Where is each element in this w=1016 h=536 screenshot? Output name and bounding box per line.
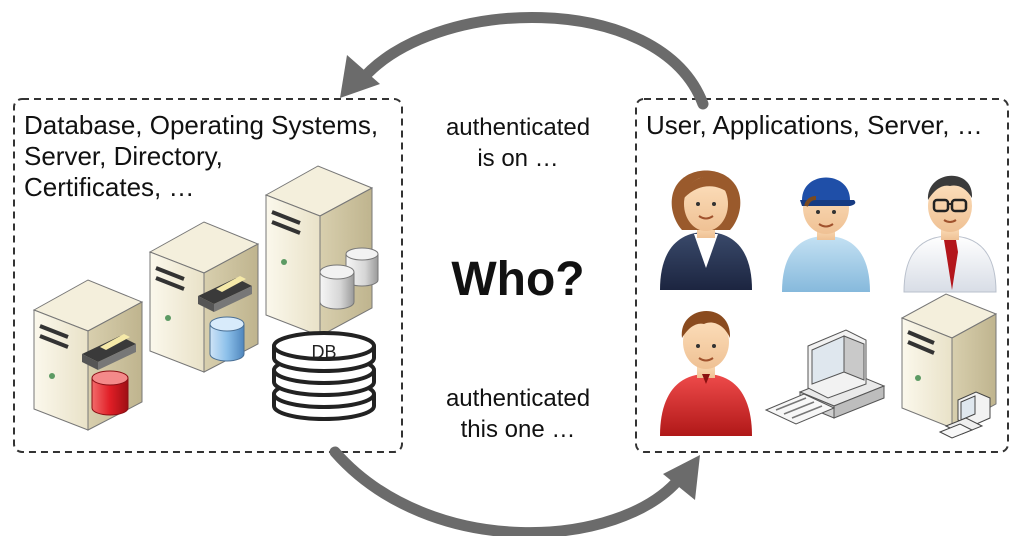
user-red-shirt-icon (660, 310, 752, 436)
businessman-glasses-icon (903, 175, 997, 293)
top-arrow (354, 12, 709, 110)
user-cap-icon (782, 177, 870, 292)
bottom-arrowhead (663, 455, 700, 500)
database-stack-icon: DB (272, 331, 376, 421)
businesswoman-icon (660, 170, 752, 290)
server-blue-cylinder-icon (148, 221, 260, 373)
top-arrowhead (340, 55, 380, 98)
who-question: Who? (451, 253, 585, 306)
right-dashed-box (635, 98, 1009, 453)
center-bottom-text: authenticated this one … (445, 385, 591, 443)
bottom-arrow (329, 446, 686, 536)
right-box-label: User, Applications, Server, … (646, 110, 983, 140)
left-box-label: Database, Operating Systems, Server, Dir… (24, 110, 379, 202)
desktop-computer-icon (764, 329, 886, 425)
server-with-computer-icon (900, 293, 998, 439)
center-top-text: authenticated is on … (445, 114, 591, 172)
server-grey-cylinders-icon (264, 165, 379, 337)
db-label: DB (311, 342, 336, 362)
server-red-cylinder-icon (32, 279, 144, 431)
left-dashed-box (13, 98, 403, 453)
